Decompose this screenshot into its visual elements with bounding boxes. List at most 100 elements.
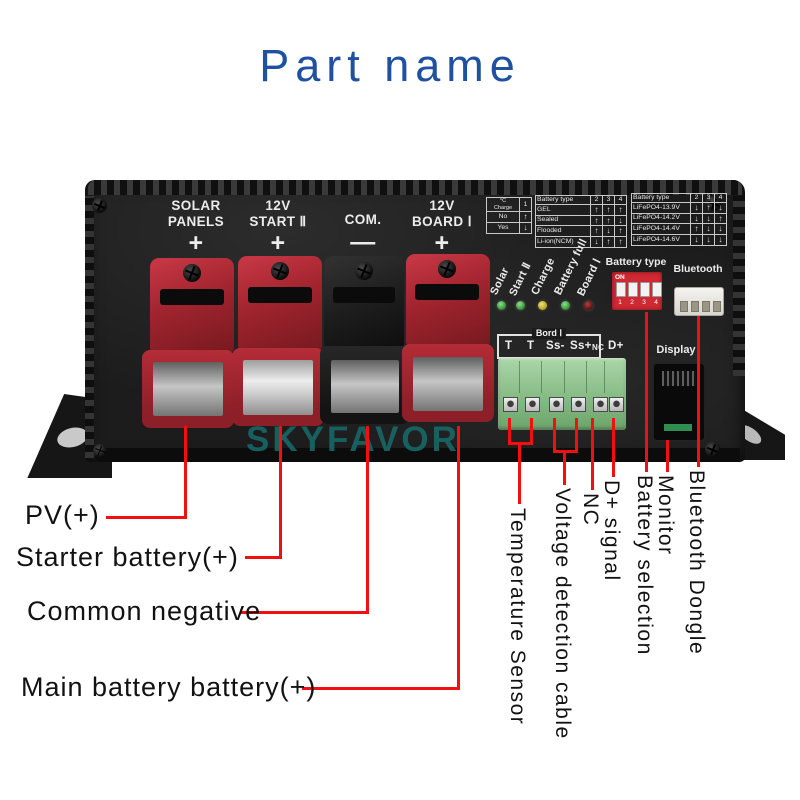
callout-d-plus-signal: D+ signal xyxy=(600,480,623,582)
connector-contact xyxy=(331,360,399,413)
polarity-sign: + xyxy=(188,229,204,258)
port-label-12v-start: 12V START Ⅱ + xyxy=(234,198,322,256)
connector-screw xyxy=(271,262,289,280)
dip-number: 4 xyxy=(654,299,658,306)
led-charge xyxy=(538,301,547,310)
callout-monitor: Monitor xyxy=(654,475,677,556)
polarity-sign: + xyxy=(434,229,450,258)
table-cell: 3 xyxy=(702,192,715,204)
connector-screw xyxy=(355,262,373,280)
callout-voltage-detection: Voltage detection cable xyxy=(551,488,574,740)
dip-slider-1 xyxy=(616,282,626,297)
table-cell: LiFePO4-14.4V xyxy=(631,223,691,235)
connector-slot xyxy=(415,284,479,300)
table-cell: No xyxy=(486,211,520,223)
callout-line-temp xyxy=(508,442,533,445)
table-cell: ↑ xyxy=(590,225,603,237)
callout-line-bluetooth xyxy=(697,316,700,467)
case-screw xyxy=(705,442,720,457)
connector-slot xyxy=(333,287,395,303)
table-cell: LiFePO4-14.6V xyxy=(631,233,691,246)
table-cell: ↓ xyxy=(690,233,703,246)
port-label-com: COM. — xyxy=(322,212,404,256)
connector-contact xyxy=(153,362,223,416)
callout-line-battery-selection xyxy=(645,312,648,472)
led-start xyxy=(516,301,525,310)
terminal-screw xyxy=(503,397,518,412)
callout-pv-positive: PV(+) xyxy=(25,500,100,530)
table-cell: 2 xyxy=(590,194,603,206)
callout-line-starter xyxy=(279,426,282,559)
dip-number: 1 xyxy=(618,299,622,306)
terminal-screw xyxy=(609,397,624,412)
polarity-sign: — xyxy=(350,227,376,256)
terminal-label-t1: T xyxy=(505,340,513,352)
display-label: Display xyxy=(656,344,696,356)
callout-line-temp xyxy=(518,444,521,504)
callout-temperature-sensor: Temperature Sensor xyxy=(506,508,529,726)
callout-line-temp xyxy=(530,418,533,444)
table-cell: ↑ xyxy=(519,211,532,223)
jack-pcb xyxy=(664,424,692,431)
led-solar xyxy=(497,301,506,310)
table-cell: ↓ xyxy=(714,233,727,246)
table-cell: ↑ xyxy=(614,225,627,237)
table-cell: ↑ xyxy=(714,212,727,225)
bluetooth-pin xyxy=(713,301,721,312)
terminal-seam xyxy=(604,361,605,393)
terminal-label-nc: NC xyxy=(592,343,605,352)
table-cell: 4 xyxy=(614,194,627,206)
callout-line-pv xyxy=(106,516,187,519)
port-label-solar-panels: SOLAR PANELS + xyxy=(152,198,240,258)
table-cell: 1 xyxy=(519,196,532,213)
table-cell: ↑ xyxy=(702,202,715,214)
table-cell: ↑ xyxy=(690,223,703,235)
heatsink-fins-left xyxy=(85,196,94,458)
connector-slot xyxy=(248,287,312,303)
page-title: Part name xyxy=(259,40,521,91)
terminal-screw xyxy=(571,397,586,412)
dip-slider-3 xyxy=(640,282,650,297)
callout-line-main-batt xyxy=(457,426,460,690)
table-cell: Sealed xyxy=(535,214,591,227)
callout-line-pv xyxy=(184,426,187,519)
callout-line-voltage xyxy=(553,418,556,452)
callout-line-monitor xyxy=(666,440,669,472)
table-cell: Battery type xyxy=(631,192,691,204)
led-board xyxy=(584,301,593,310)
table-cell: 4 xyxy=(714,192,727,204)
table-cell: ↓ xyxy=(702,212,715,225)
connector-screw xyxy=(183,264,201,282)
port-name: SOLAR PANELS xyxy=(167,198,225,229)
bluetooth-pin xyxy=(702,301,710,312)
dip-slider-2 xyxy=(628,282,638,297)
table-cell: ↓ xyxy=(714,202,727,214)
callout-line-voltage xyxy=(553,450,578,453)
table-cell: 3 xyxy=(602,194,615,206)
bluetooth-label: Bluetooth xyxy=(673,263,723,275)
terminal-label-ss-plus: Ss+ xyxy=(570,340,592,352)
terminal-seam xyxy=(519,361,520,393)
terminal-screw xyxy=(593,397,608,412)
lifepo4-type-table: Battery type 2 3 4 LiFePO4-13.9V ↓ ↑ ↓ L… xyxy=(631,192,727,246)
table-cell: ↓ xyxy=(590,235,603,248)
table-cell: ↓ xyxy=(714,223,727,235)
table-cell: ↑ xyxy=(614,235,627,248)
table-cell: ↓ xyxy=(702,233,715,246)
connector-contact xyxy=(413,357,483,411)
callout-line-starter xyxy=(245,556,282,559)
callout-starter-battery: Starter battery(+) xyxy=(16,542,239,572)
led-battery-full xyxy=(561,301,570,310)
table-cell: GEL xyxy=(535,204,591,216)
terminal-seam xyxy=(541,361,542,393)
table-cell: ↑ xyxy=(602,204,615,216)
bluetooth-connector xyxy=(674,287,724,316)
table-cell: ↓ xyxy=(519,222,532,234)
callout-bluetooth-dongle: Bluetooth Dongle xyxy=(685,470,708,656)
callout-line-main-batt xyxy=(302,687,460,690)
callout-main-battery: Main battery battery(+) xyxy=(21,672,317,702)
terminal-screw xyxy=(549,397,564,412)
table-cell: ↑ xyxy=(614,204,627,216)
dip-on-label: ON xyxy=(615,274,625,281)
